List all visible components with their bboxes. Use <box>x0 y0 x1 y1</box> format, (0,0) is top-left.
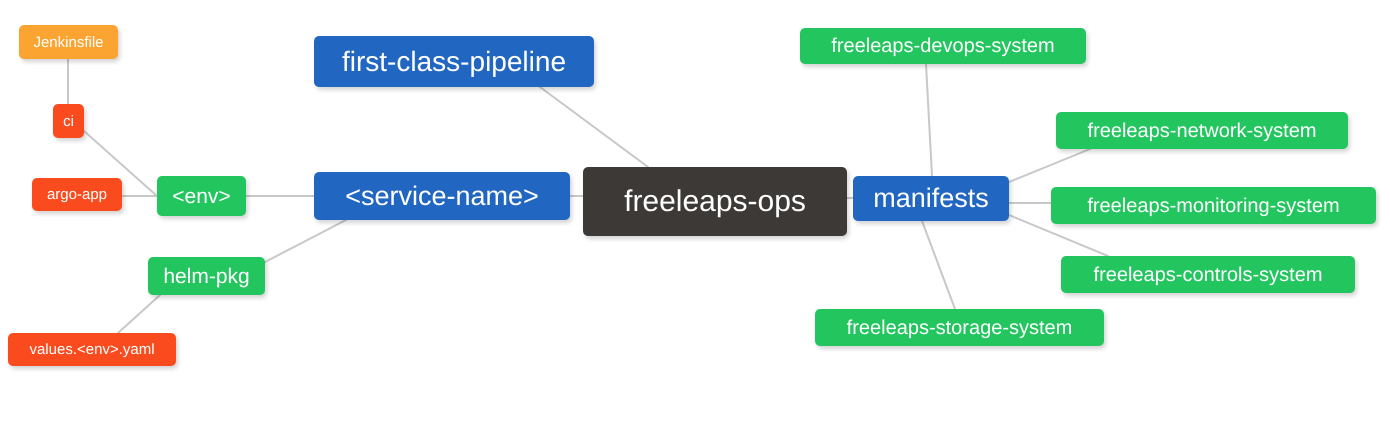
edge-manifests-to-freeleaps-network-system <box>1008 148 1091 183</box>
node-label-ci: ci <box>63 112 74 130</box>
node-freeleaps-network-system[interactable]: freeleaps-network-system <box>1056 112 1348 149</box>
node-freeleaps-devops-system[interactable]: freeleaps-devops-system <box>800 28 1086 64</box>
node-manifests[interactable]: manifests <box>853 176 1009 221</box>
node-argo-app[interactable]: argo-app <box>32 178 122 211</box>
node-service-name[interactable]: <service-name> <box>314 172 570 220</box>
node-label-service-name: <service-name> <box>345 180 539 211</box>
node-label-manifests: manifests <box>873 183 989 213</box>
node-label-helm-pkg: helm-pkg <box>163 264 250 288</box>
node-freeleaps-monitoring-system[interactable]: freeleaps-monitoring-system <box>1051 187 1376 224</box>
node-label-freeleaps-controls-system: freeleaps-controls-system <box>1093 263 1323 286</box>
node-label-first-class-pipeline: first-class-pipeline <box>341 45 567 77</box>
node-values-yaml[interactable]: values.<env>.yaml <box>8 333 176 366</box>
node-label-freeleaps-network-system: freeleaps-network-system <box>1087 119 1317 142</box>
node-freeleaps-ops[interactable]: freeleaps-ops <box>583 167 847 236</box>
node-label-freeleaps-devops-system: freeleaps-devops-system <box>831 35 1055 57</box>
edge-manifests-to-freeleaps-devops-system <box>925 63 933 177</box>
node-helm-pkg[interactable]: helm-pkg <box>148 257 265 295</box>
edge-first-class-pipeline-to-freeleaps-ops <box>539 86 649 168</box>
node-ci[interactable]: ci <box>53 104 84 138</box>
node-label-freeleaps-storage-system: freeleaps-storage-system <box>846 316 1073 339</box>
node-label-freeleaps-monitoring-system: freeleaps-monitoring-system <box>1087 194 1340 217</box>
node-env[interactable]: <env> <box>157 176 246 216</box>
node-freeleaps-storage-system[interactable]: freeleaps-storage-system <box>815 309 1104 346</box>
edge-manifests-to-freeleaps-storage-system <box>921 220 956 310</box>
edge-helm-pkg-to-values-yaml <box>117 294 161 334</box>
node-label-values-yaml: values.<env>.yaml <box>29 341 155 358</box>
edge-service-name-to-helm-pkg <box>264 219 347 263</box>
node-label-env: <env> <box>172 184 231 208</box>
node-freeleaps-controls-system[interactable]: freeleaps-controls-system <box>1061 256 1355 293</box>
node-first-class-pipeline[interactable]: first-class-pipeline <box>314 36 594 87</box>
node-label-freeleaps-ops: freeleaps-ops <box>624 184 806 218</box>
node-label-jenkinsfile: Jenkinsfile <box>33 33 104 51</box>
node-label-argo-app: argo-app <box>46 186 108 203</box>
node-jenkinsfile[interactable]: Jenkinsfile <box>19 25 118 59</box>
